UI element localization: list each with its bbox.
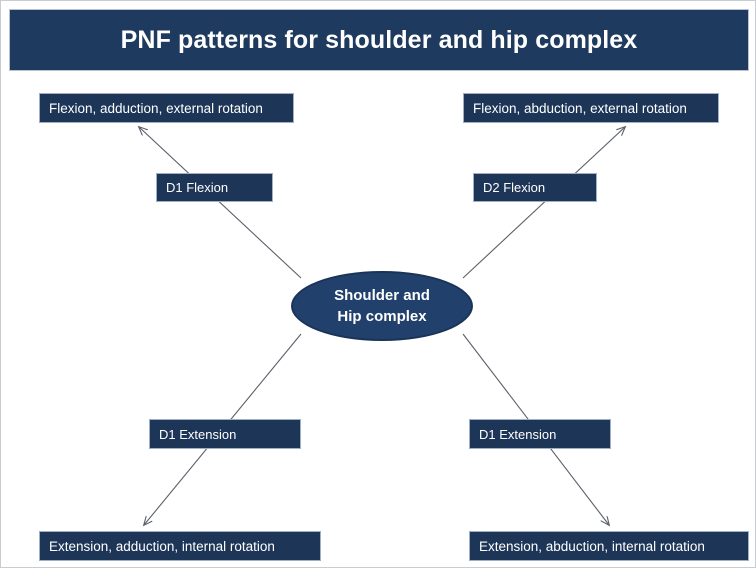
- connector-label: D2 Flexion: [483, 180, 546, 195]
- center-node-line-1: Shoulder and: [334, 287, 430, 304]
- connector-label-d2-flexion[interactable]: D2 Flexion: [473, 173, 597, 202]
- center-node-shoulder-hip-complex[interactable]: Shoulder and Hip complex: [291, 271, 473, 341]
- arrow-center-to-top-right: [462, 127, 625, 279]
- connector-label: D1 Extension: [479, 426, 557, 442]
- node-bottom-left-extension-adduction-internal-rotation[interactable]: Extension, adduction, internal rotation: [39, 531, 321, 561]
- page-title: PNF patterns for shoulder and hip comple…: [120, 25, 638, 54]
- connector-label-d1-flexion[interactable]: D1 Flexion: [156, 173, 273, 202]
- node-top-left-flexion-adduction-external-rotation[interactable]: Flexion, adduction, external rotation: [39, 93, 294, 123]
- arrow-center-to-top-left: [139, 127, 302, 279]
- connector-label: D1 Extension: [159, 426, 237, 442]
- connector-label: D1 Flexion: [166, 180, 229, 195]
- node-label: Extension, abduction, internal rotation: [479, 538, 705, 554]
- diagram-title-bar: PNF patterns for shoulder and hip comple…: [9, 9, 749, 71]
- center-node-line-2: Hip complex: [337, 308, 427, 325]
- node-top-right-flexion-abduction-external-rotation[interactable]: Flexion, abduction, external rotation: [463, 93, 719, 123]
- node-label: Flexion, adduction, external rotation: [49, 100, 263, 116]
- connector-label-d1-extension-left[interactable]: D1 Extension: [149, 419, 301, 449]
- node-label: Flexion, abduction, external rotation: [473, 100, 687, 116]
- node-label: Extension, adduction, internal rotation: [49, 538, 275, 554]
- connector-label-d1-extension-right[interactable]: D1 Extension: [469, 419, 611, 449]
- node-bottom-right-extension-abduction-internal-rotation[interactable]: Extension, abduction, internal rotation: [469, 531, 749, 561]
